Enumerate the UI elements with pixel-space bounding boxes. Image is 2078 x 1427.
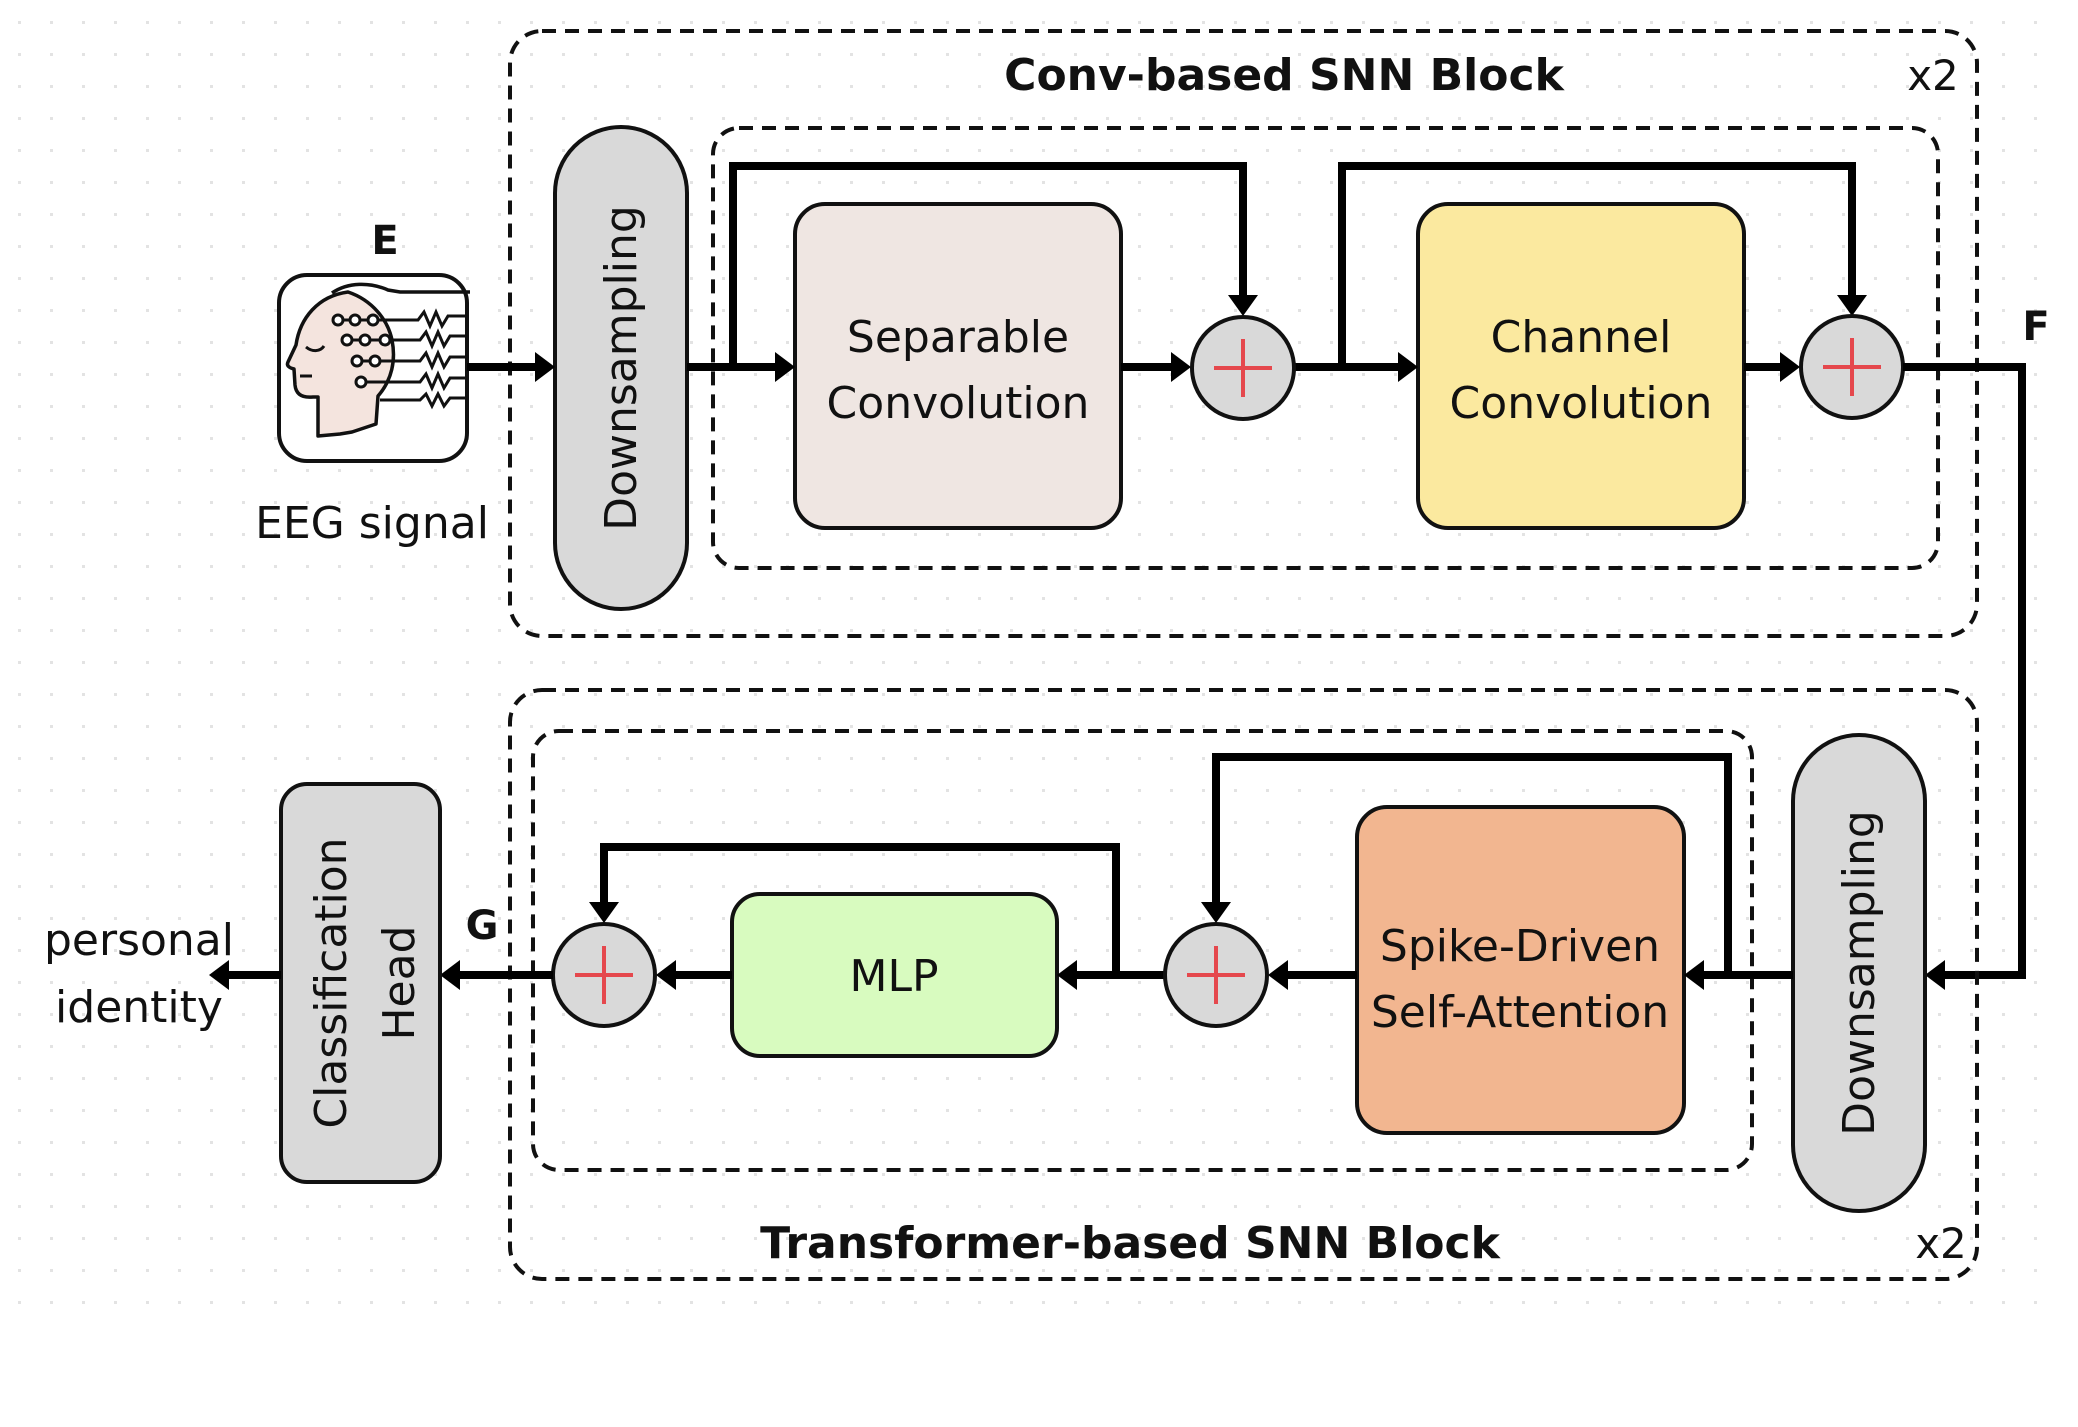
separable-label-line1: Separable <box>847 312 1069 363</box>
conv-block-inner-boundary <box>711 126 1940 570</box>
transformer-downsampling-label: Downsampling <box>1834 810 1885 1136</box>
input-marker-e: E <box>371 218 398 264</box>
arrow-into-attention <box>1684 960 1704 990</box>
arrow-into-adder4 <box>656 960 676 990</box>
arrow-skip2-into-adder <box>1837 295 1867 316</box>
conv-block-title: Conv-based SNN Block <box>1004 50 1565 101</box>
plus-circle-icon <box>551 922 657 1028</box>
skip-connection-3 <box>1212 753 1732 975</box>
conv-snn-block: Conv-based SNN Block x2 Downsampling Sep… <box>508 29 1979 638</box>
skip-connection-4 <box>600 843 1120 975</box>
conv-downsampling-label: Downsampling <box>596 205 647 531</box>
channel-label-line2: Convolution <box>1450 378 1713 429</box>
eeg-head-icon <box>277 273 470 463</box>
arrow-to-personal-identity <box>209 960 229 990</box>
classification-head-node: Classification Head <box>279 782 442 1184</box>
channel-convolution-box <box>1416 202 1746 530</box>
skip-connection-1 <box>729 162 1247 367</box>
marker-f: F <box>2022 304 2049 350</box>
plus-circle-icon <box>1799 314 1905 420</box>
arrow-into-adder3 <box>1268 960 1288 990</box>
arrow-into-classification-head <box>440 960 460 990</box>
skip-connection-2 <box>1338 162 1856 367</box>
wire-f-route <box>1903 363 2026 979</box>
f-connector: F <box>1903 304 2050 990</box>
conv-block-outer-boundary <box>508 29 1979 638</box>
arrow-skip1-into-adder <box>1228 295 1258 316</box>
conv-block-repeat-count: x2 <box>1907 51 1959 100</box>
spike-driven-self-attention-node: Spike-Driven Self-Attention <box>1355 805 1686 1135</box>
arrow-into-mlp <box>1057 960 1077 990</box>
channel-label-line1: Channel <box>1491 312 1672 363</box>
plus-circle-icon <box>1163 922 1269 1028</box>
output-label-line2: identity <box>55 982 223 1033</box>
transformer-block-outer-boundary <box>508 688 1979 1281</box>
arrow-skip4-into-adder <box>589 902 619 923</box>
separable-label-line2: Convolution <box>827 378 1090 429</box>
classification-output: G Classification Head personal identity <box>44 782 553 1184</box>
arrow-into-separable <box>775 352 795 382</box>
output-label-line1: personal <box>44 915 234 966</box>
transformer-snn-block: Transformer-based SNN Block x2 Downsampl… <box>508 688 1979 1281</box>
self-attention-box <box>1355 805 1686 1135</box>
separable-convolution-box <box>793 202 1123 530</box>
arrow-into-channel <box>1398 352 1418 382</box>
plus-circle-icon <box>1190 315 1296 421</box>
arrow-into-adder1 <box>1171 352 1191 382</box>
arrow-into-conv-downsampling <box>535 352 555 382</box>
arrow-into-adder2 <box>1780 352 1800 382</box>
channel-convolution-node: Channel Convolution <box>1416 202 1746 530</box>
arrow-into-transformer-downsampling <box>1925 960 1945 990</box>
attention-label-line1: Spike-Driven <box>1380 921 1660 972</box>
arrow-skip3-into-adder <box>1201 902 1231 923</box>
separable-convolution-node: Separable Convolution <box>793 202 1123 530</box>
mlp-node: MLP <box>730 892 1059 1058</box>
transformer-block-repeat-count: x2 <box>1915 1219 1967 1268</box>
conv-downsampling-node: Downsampling <box>553 125 689 611</box>
transformer-block-title: Transformer-based SNN Block <box>760 1218 1501 1269</box>
mlp-label: MLP <box>849 951 938 1002</box>
marker-g: G <box>466 903 499 949</box>
attention-label-line2: Self-Attention <box>1371 987 1669 1038</box>
head-label-line2: Head <box>374 925 425 1040</box>
eeg-input: E <box>255 218 555 549</box>
transformer-downsampling-node: Downsampling <box>1791 733 1927 1213</box>
input-caption: EEG signal <box>255 498 489 549</box>
classification-head-box <box>279 782 442 1184</box>
transformer-block-inner-boundary <box>531 729 1754 1172</box>
head-label-line1: Classification <box>306 837 357 1128</box>
